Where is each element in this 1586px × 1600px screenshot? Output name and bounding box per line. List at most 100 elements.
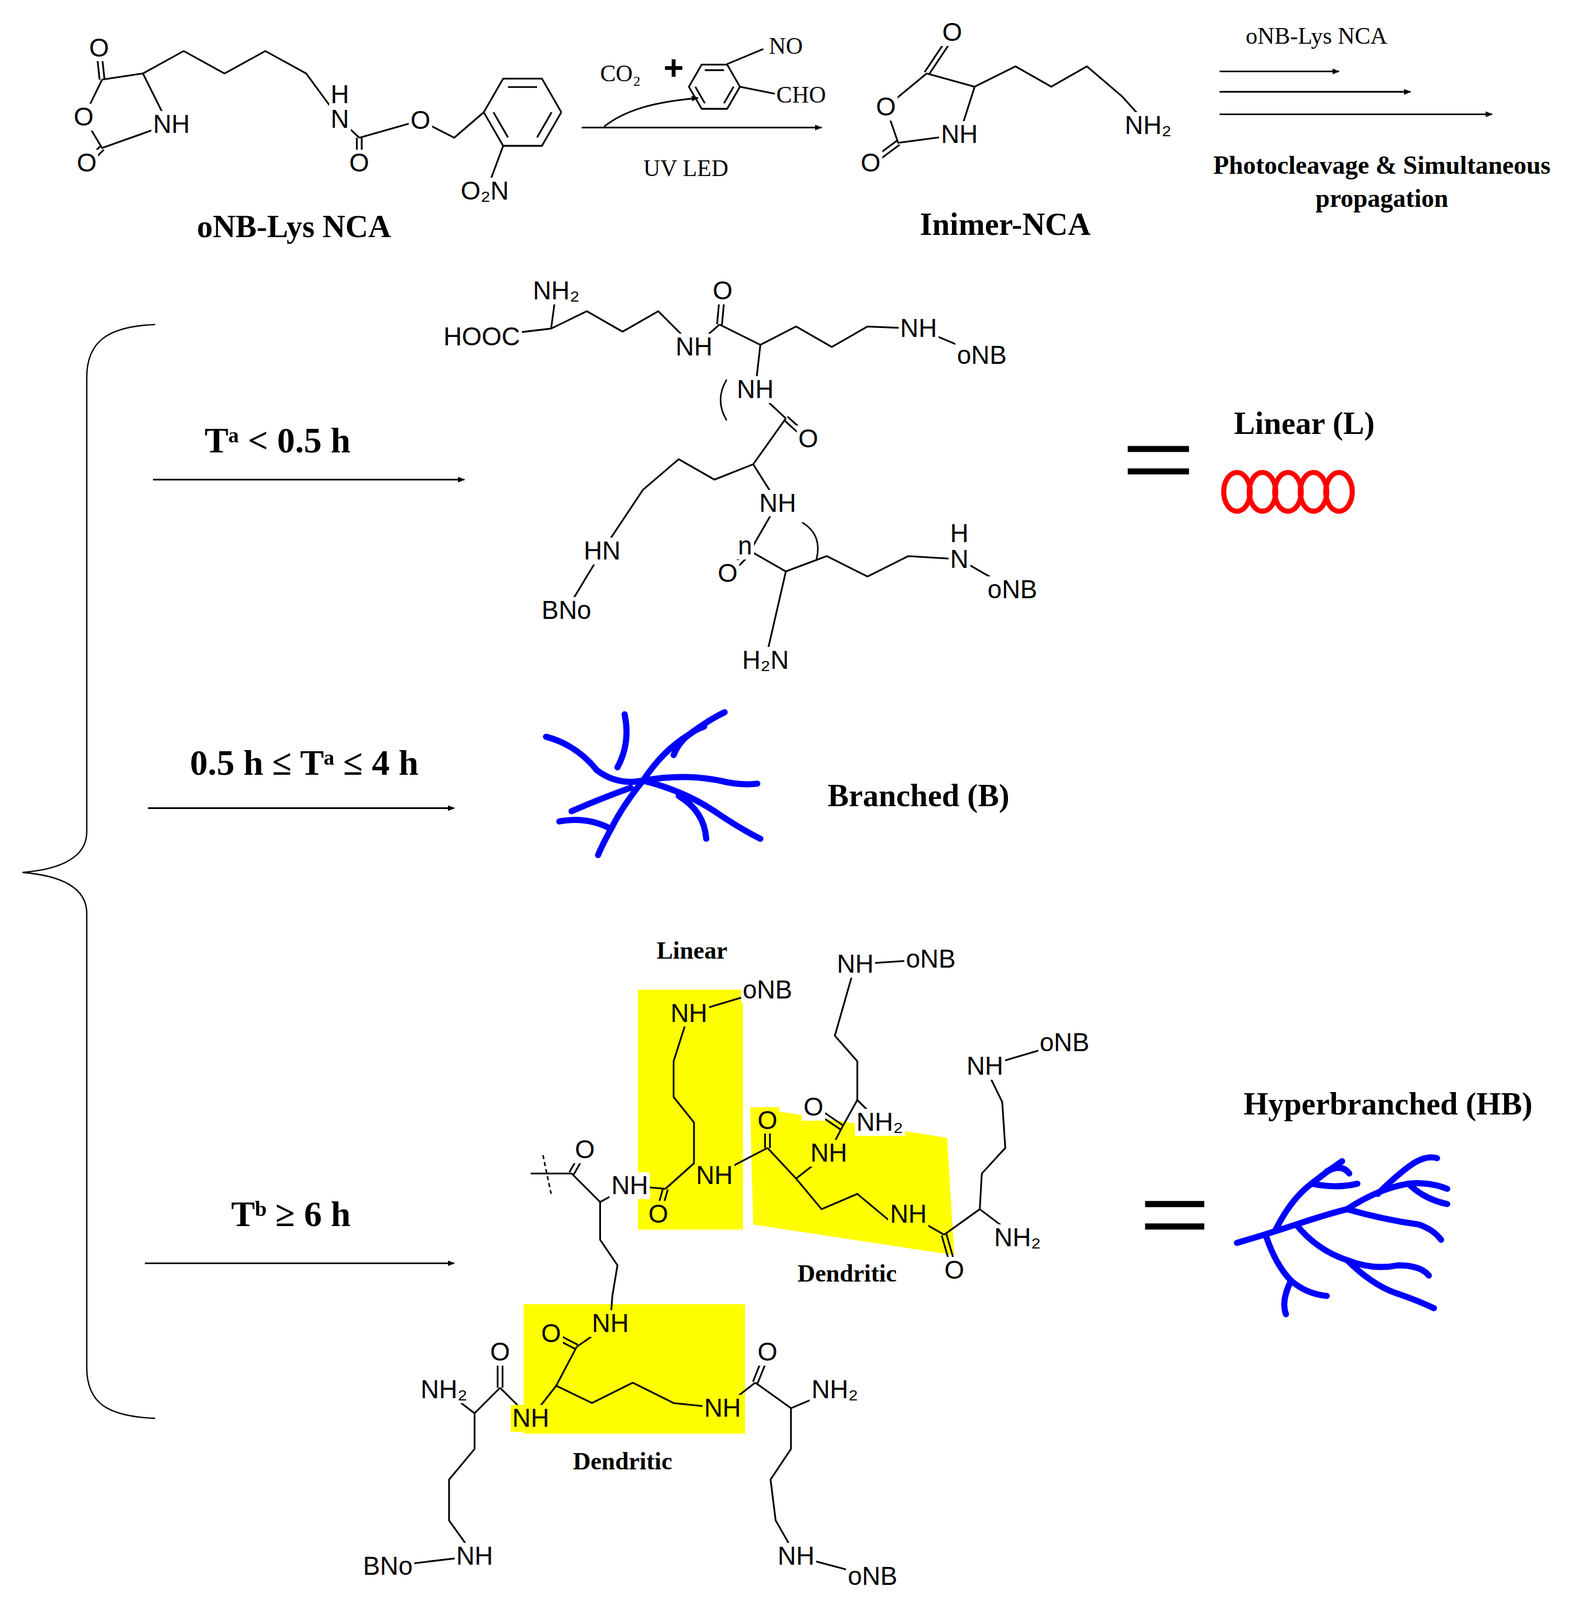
hyperbranched-polymer bbox=[1236, 1157, 1447, 1315]
polymer-arm bbox=[643, 780, 761, 839]
atom-label: O bbox=[72, 103, 96, 131]
bond-line bbox=[602, 459, 753, 552]
bond-line bbox=[770, 1408, 797, 1557]
polymer-arm bbox=[1311, 1183, 1358, 1187]
atom-label: n bbox=[736, 532, 754, 560]
atom-label: O bbox=[539, 1320, 563, 1348]
polymer-arm bbox=[1347, 1209, 1441, 1241]
atom-label: NH₂ bbox=[1122, 112, 1173, 140]
bond-line bbox=[507, 86, 538, 89]
atom-label: O bbox=[75, 149, 99, 177]
helix-loop bbox=[1223, 472, 1251, 512]
reaction-arrow bbox=[148, 807, 455, 809]
helix-polymer bbox=[1223, 472, 1353, 512]
atom-label: oNB bbox=[845, 1563, 900, 1590]
scheme-label: Dendritic bbox=[795, 1260, 899, 1287]
condition-label: Tᵇ ≥ 6 h bbox=[229, 1195, 353, 1234]
atom-label: NH bbox=[757, 489, 798, 517]
polymer-arm bbox=[617, 714, 627, 768]
polymer-arm bbox=[673, 726, 705, 756]
atom-label: HOOC bbox=[441, 323, 522, 351]
bond-line bbox=[530, 1172, 572, 1175]
reaction-arrow bbox=[1219, 70, 1339, 73]
scheme-label: + bbox=[661, 49, 686, 86]
condition-label: Tᵃ < 0.5 h bbox=[202, 422, 353, 460]
structure-name: Branched (B) bbox=[825, 779, 1011, 813]
atom-label: NH₂ bbox=[854, 1108, 905, 1136]
atom-label: O bbox=[942, 1256, 966, 1284]
scheme-label: UV LED bbox=[641, 155, 731, 181]
helix-loop bbox=[1274, 472, 1302, 512]
scheme-label: Photocleavage & Simultaneous propagation bbox=[1180, 148, 1584, 215]
bond-line bbox=[924, 41, 945, 73]
equals-signs bbox=[1127, 449, 1205, 1227]
equals-bar bbox=[1145, 1200, 1205, 1208]
branched-polymer bbox=[546, 711, 761, 855]
curly-brace bbox=[22, 324, 156, 1419]
atom-label: O bbox=[940, 19, 964, 46]
bond-line bbox=[599, 1201, 618, 1324]
atom-label: BNo bbox=[361, 1552, 415, 1580]
bond-line bbox=[740, 86, 776, 95]
atom-label: H bbox=[329, 81, 351, 109]
reaction-arrow bbox=[1219, 113, 1492, 115]
structure-name: oNB-Lys NCA bbox=[195, 210, 393, 244]
bond-line bbox=[489, 145, 504, 182]
highlight-box bbox=[637, 990, 744, 1231]
atom-label: NH bbox=[939, 121, 980, 149]
atom-label: oNB bbox=[955, 341, 1009, 369]
polymer-arm bbox=[1265, 1234, 1327, 1296]
atom-label: oNB bbox=[1038, 1029, 1092, 1057]
polymer-arm bbox=[571, 787, 631, 812]
bond-line bbox=[974, 66, 1149, 126]
atom-label: O bbox=[796, 425, 820, 453]
arrows bbox=[22, 71, 1492, 1419]
atom-label: NH₂ bbox=[992, 1224, 1043, 1252]
polymer-arm bbox=[643, 711, 725, 781]
atom-label: O bbox=[87, 34, 111, 62]
reaction-arrow bbox=[581, 126, 822, 129]
reaction-arrow bbox=[1219, 90, 1410, 93]
bond-line bbox=[723, 86, 734, 104]
atom-label: O bbox=[572, 1136, 596, 1164]
bond-line bbox=[695, 86, 705, 104]
bond-line bbox=[785, 556, 960, 577]
scheme-label: Dendritic bbox=[571, 1448, 674, 1475]
atom-label: O bbox=[710, 277, 734, 305]
polymer-arm bbox=[1236, 1209, 1348, 1243]
atom-label: NH bbox=[668, 1000, 710, 1028]
bond-line bbox=[689, 64, 741, 109]
bond-line bbox=[979, 1066, 1006, 1210]
atom-label: O bbox=[755, 1338, 779, 1366]
bond-line bbox=[483, 78, 562, 146]
bond-line bbox=[673, 1013, 695, 1164]
polymer-arm bbox=[1408, 1183, 1447, 1204]
atom-label: NH₂ bbox=[418, 1376, 469, 1404]
atom-label: O bbox=[874, 93, 898, 121]
atom-label: NH bbox=[888, 1200, 929, 1228]
structure-name: Inimer-NCA bbox=[918, 207, 1093, 242]
atom-label: O bbox=[488, 1338, 512, 1366]
scheme-label: CO₂ bbox=[598, 61, 643, 86]
atom-label: oNB bbox=[986, 576, 1040, 604]
atom-label: oNB bbox=[904, 945, 958, 973]
bond-line bbox=[551, 311, 695, 348]
atom-label: NH bbox=[702, 1394, 743, 1422]
atom-label: NH bbox=[151, 111, 192, 138]
equals-bar bbox=[1127, 445, 1190, 452]
atom-label: NH bbox=[734, 376, 776, 404]
polymer-arm bbox=[1378, 1157, 1438, 1194]
bond-group bbox=[83, 41, 1149, 1577]
scheme-label: CHO bbox=[774, 82, 828, 108]
bond-line bbox=[834, 964, 858, 1100]
atom-label: NH bbox=[510, 1404, 552, 1432]
atom-label: NH bbox=[694, 1162, 735, 1190]
atom-label: N bbox=[329, 105, 351, 133]
bond-line bbox=[750, 551, 786, 661]
atom-label: O bbox=[858, 149, 882, 177]
equals-bar bbox=[1145, 1223, 1205, 1230]
atom-label: O bbox=[646, 1200, 670, 1228]
reaction-arrow bbox=[153, 478, 465, 481]
scheme-label: NO bbox=[767, 33, 806, 59]
